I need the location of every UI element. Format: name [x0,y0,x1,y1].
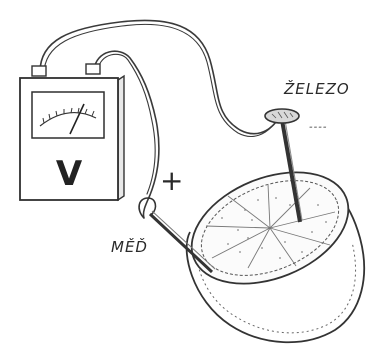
voltmeter-terminal-right [86,64,100,74]
lemon-half-icon [175,151,365,342]
iron-nail-head [265,109,299,123]
iron-label: ŽELEZO [283,79,350,98]
voltmeter-symbol: V [56,154,83,194]
plus-sign: + [160,164,184,197]
minus-sign: ---- [309,122,327,133]
voltmeter-dial [32,92,104,138]
copper-label: MĚĎ [111,237,148,256]
voltmeter-terminal-left [32,66,46,76]
voltmeter-icon: V [20,64,124,200]
